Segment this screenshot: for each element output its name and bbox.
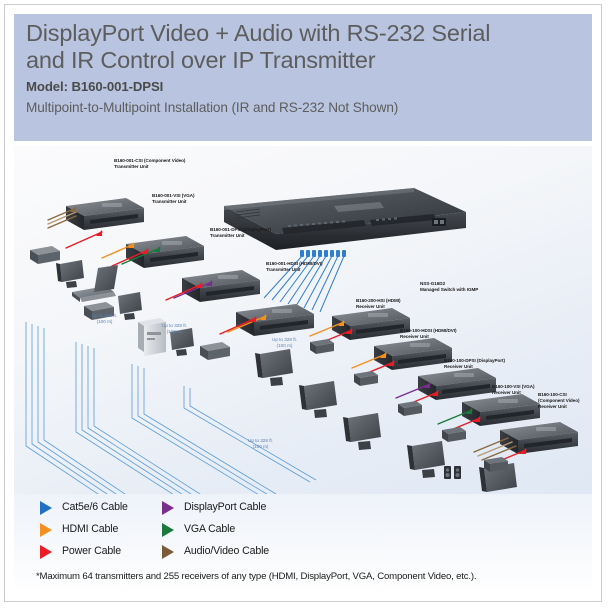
receiver-unit-200-hsi (332, 308, 410, 340)
distance-label-1: Up to 328 ft. (100 m) (92, 313, 118, 324)
source-monitor-2 (118, 292, 142, 320)
receiver-label-100-csi: B160-100-CSI (Component Video) Receiver … (538, 392, 580, 410)
power-brick-5 (484, 457, 508, 472)
legend-label-hdmi: HDMI Cable (62, 523, 119, 535)
legend-swatch-hdmi (40, 523, 52, 537)
transmitter-label-vsi: B160-001-VSI (VGA) Transmitter Unit (152, 193, 195, 205)
transmitter-unit-vsi (126, 236, 204, 268)
title-line-2: and IR Control over IP Transmitter (26, 47, 376, 73)
managed-switch-device (224, 188, 466, 250)
source-monitor-3 (170, 328, 194, 356)
legend-swatch-vga (162, 523, 174, 537)
distance-label-3: Up to 328 ft. (100 m) (272, 337, 298, 348)
diagram-canvas (25, 188, 578, 494)
display-monitor-4 (407, 441, 445, 478)
display-monitor-3 (343, 413, 381, 450)
transmitter-label-hdsi: B160-001-HDSI (HDMI/DVI) Transmitter Uni… (266, 261, 323, 273)
transmitter-label-dpsi: B160-001-DPSI (DisplayPort) Transmitter … (210, 227, 271, 239)
legend-label-cat5e: Cat5e/6 Cable (62, 501, 128, 513)
source-monitor-1 (56, 260, 84, 288)
legend-label-power: Power Cable (62, 545, 122, 557)
source-device-box-3 (200, 342, 230, 360)
receiver-label-100-vsi: B160-100-VSI (VGA) Receiver Unit (492, 384, 535, 396)
source-cable-arrowheads (70, 206, 266, 322)
diagram-card: DisplayPort Video + Audio with RS-232 Se… (4, 4, 602, 602)
switch-port-leds (288, 217, 397, 227)
switch-label: NSS-G16D2 Managed Switch with IGMP (420, 281, 479, 293)
source-device-box-1 (30, 246, 60, 264)
cat5-network-runs (25, 322, 317, 494)
power-brick-2 (354, 371, 378, 386)
display-monitor-2 (299, 381, 337, 418)
page-title: DisplayPort Video + Audio with RS-232 Se… (26, 20, 580, 74)
source-device-box-2 (84, 302, 114, 320)
display-monitor-1 (255, 349, 293, 386)
receiver-label-200-hsi: B160-200-HSI (HDMI) Receiver Unit (356, 298, 401, 310)
legend-area: Cat5e/6 Cable HDMI Cable Power Cable Dis… (14, 494, 592, 594)
legend-label-vga: VGA Cable (184, 523, 236, 535)
source-laptop-1 (72, 265, 118, 302)
switch-ports (282, 214, 436, 234)
receiver-label-100-hdsi: B160-100-HDSI (HDMI/DVI) Receiver Unit (400, 328, 457, 340)
switch-vents (235, 208, 261, 219)
transmitter-unit-csi (66, 198, 144, 230)
legend-swatch-audiovideo (162, 545, 174, 559)
receiver-label-100-dpsi: B160-100-DPSI (DisplayPort) Receiver Uni… (444, 358, 505, 370)
switch-cable-fan (263, 255, 345, 313)
source-pc-tower (138, 318, 166, 356)
legend-label-displayport: DisplayPort Cable (184, 501, 267, 513)
model-label: Model: B160-001-DPSI (26, 79, 164, 94)
power-brick-4 (442, 427, 466, 442)
switch-brand (334, 202, 384, 212)
legend-swatch-power (40, 545, 52, 559)
transmitter-unit-dpsi (182, 270, 260, 302)
switch-cable-fan-connectors (300, 250, 346, 257)
power-brick-3 (398, 401, 422, 416)
distance-label-2: Up to 328 ft. (100 m) (162, 323, 188, 334)
subtitle-label: Multipoint-to-Multipoint Installation (I… (26, 100, 399, 115)
legend-label-audiovideo: Audio/Video Cable (184, 545, 270, 557)
title-line-1: DisplayPort Video + Audio with RS-232 Se… (26, 20, 491, 46)
header-banner: DisplayPort Video + Audio with RS-232 Se… (14, 14, 592, 141)
transmitter-unit-hdsi (236, 304, 314, 336)
switch-rear-ports (432, 218, 446, 226)
legend-swatch-cat5e (40, 501, 52, 515)
source-cables (47, 207, 267, 335)
distance-label-4: Up to 328 ft. (100 m) (248, 438, 274, 449)
speaker-pair (444, 466, 461, 479)
network-diagram: B160-001-CSI (Component Video) Transmitt… (14, 146, 592, 494)
power-brick-1 (310, 339, 334, 354)
transmitter-label-csi: B160-001-CSI (Component Video) Transmitt… (114, 158, 186, 170)
receiver-unit-100-csi (500, 422, 578, 454)
legend-swatch-displayport (162, 501, 174, 515)
footnote: *Maximum 64 transmitters and 255 receive… (36, 571, 477, 582)
display-cable-arrowheads (338, 320, 526, 454)
